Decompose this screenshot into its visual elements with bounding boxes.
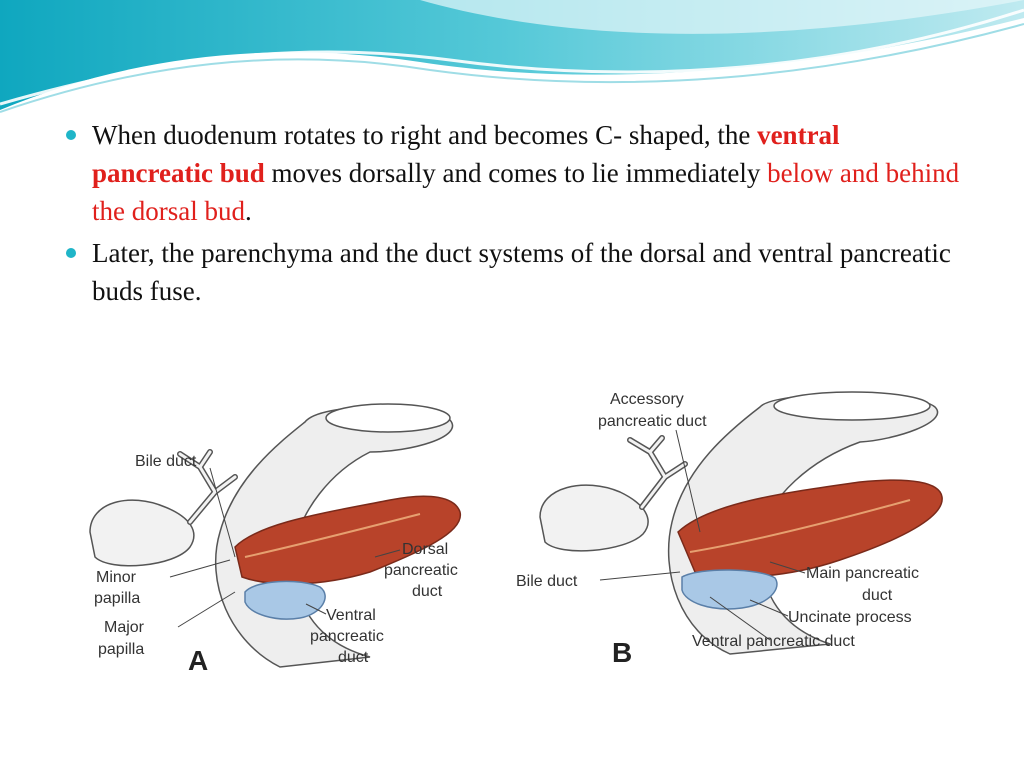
highlight-ventral-bud: ventral pancreatic bud xyxy=(92,120,840,188)
panel-letter-a: A xyxy=(188,645,208,676)
figure-illustration: Bile duct Dorsal pancreatic duct Minor p… xyxy=(89,391,943,676)
label-main-b-2: duct xyxy=(862,587,893,604)
bullet-text: . xyxy=(244,196,252,226)
bile-tree-b xyxy=(627,435,688,510)
pancreas-development-figure: Bile duct Dorsal pancreatic duct Minor p… xyxy=(70,382,970,682)
bullet-dot-icon xyxy=(66,130,76,140)
label-dorsal-a-2: pancreatic xyxy=(384,562,458,579)
panel-letter-b: B xyxy=(612,637,632,668)
label-major-a-1: Major xyxy=(104,619,145,636)
label-accessory-b-2: pancreatic duct xyxy=(598,413,707,430)
label-ventral-a-3: duct xyxy=(338,649,369,666)
gallbladder-b xyxy=(539,484,649,552)
uncinate-process-b xyxy=(681,569,778,610)
label-major-a-2: papilla xyxy=(98,641,144,658)
bullet-text: moves dorsally and comes to lie immediat… xyxy=(264,158,768,188)
gallbladder-a xyxy=(89,499,195,567)
ventral-bud-a xyxy=(244,580,326,620)
label-minor-a-2: papilla xyxy=(94,590,140,607)
label-ventral-a-2: pancreatic xyxy=(310,628,384,645)
bullet-item-1: When duodenum rotates to right and becom… xyxy=(62,116,962,230)
label-dorsal-a-1: Dorsal xyxy=(402,541,448,558)
panel-b: Accessory pancreatic duct Bile duct Main… xyxy=(516,391,943,668)
label-bile-duct-a: Bile duct xyxy=(135,453,197,470)
bullet-text: When duodenum rotates to right and becom… xyxy=(92,120,758,150)
label-dorsal-a-3: duct xyxy=(412,583,443,600)
panel-a: Bile duct Dorsal pancreatic duct Minor p… xyxy=(89,403,461,676)
label-ventral-a-1: Ventral xyxy=(326,607,376,624)
top-wave-decoration xyxy=(0,0,1024,113)
label-bile-duct-b: Bile duct xyxy=(516,573,578,590)
bullet-dot-icon xyxy=(66,248,76,258)
label-uncinate-b: Uncinate process xyxy=(788,609,912,626)
bullet-list: When duodenum rotates to right and becom… xyxy=(62,116,962,314)
bullet-text: Later, the parenchyma and the duct syste… xyxy=(92,238,951,306)
fused-pancreas-b xyxy=(677,479,943,578)
highlight-below-behind: below and behind the dorsal bud xyxy=(92,158,960,226)
label-minor-a-1: Minor xyxy=(96,569,137,586)
bullet-item-2: Later, the parenchyma and the duct syste… xyxy=(62,234,962,310)
label-main-b-1: Main pancreatic xyxy=(806,565,919,582)
label-ventral-duct-b: Ventral pancreatic duct xyxy=(692,633,855,650)
label-accessory-b-1: Accessory xyxy=(610,391,684,408)
